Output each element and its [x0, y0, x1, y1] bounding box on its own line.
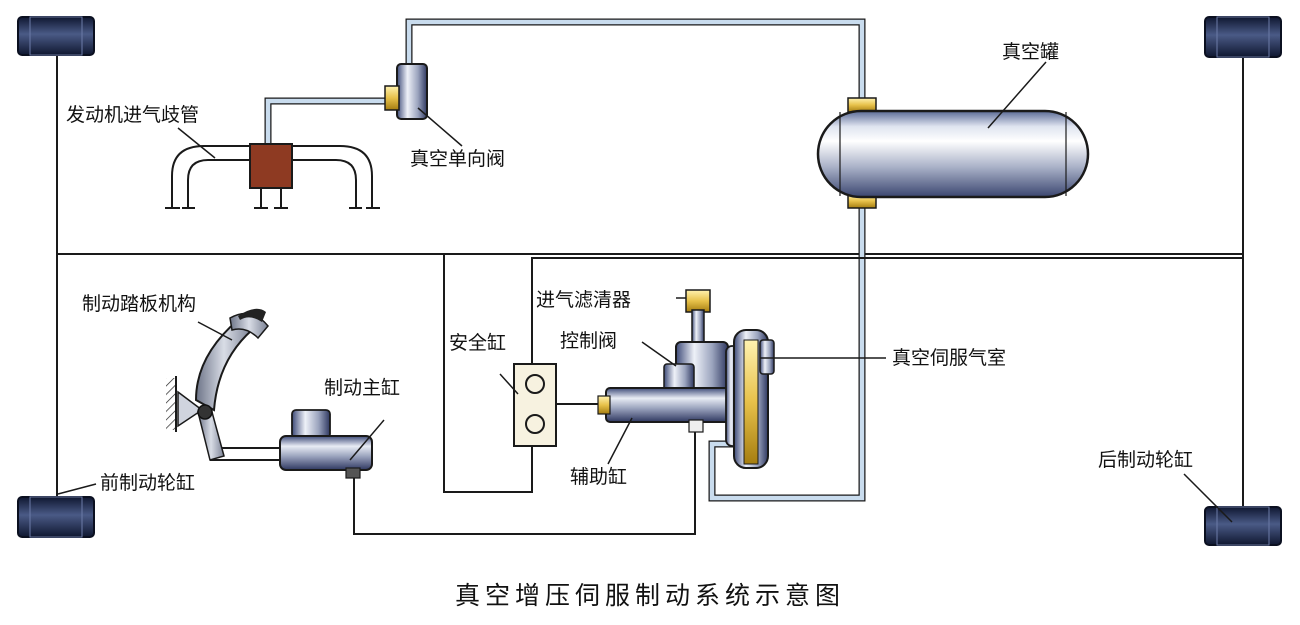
rear-right-lower-wheel	[1204, 506, 1282, 546]
manifold-block	[249, 143, 293, 189]
front-right-upper-wheel	[1204, 16, 1282, 58]
front-left-lower-wheel	[17, 496, 95, 538]
diagram-title: 真空增压伺服制动系统示意图	[454, 581, 845, 610]
label-servo-chamber: 真空伺服气室	[892, 347, 1007, 369]
leader-lines	[57, 61, 1233, 523]
intake-manifold	[165, 145, 380, 209]
label-control-valve: 控制阀	[560, 330, 618, 352]
safety-cylinder	[513, 363, 557, 447]
check-valve	[384, 63, 428, 120]
front-left-upper-wheel	[17, 16, 95, 56]
vacuum-pipes	[264, 18, 866, 502]
label-intake-filter: 进气滤清器	[536, 289, 632, 311]
label-vacuum-tank: 真空罐	[1002, 41, 1060, 63]
label-master-cylinder: 制动主缸	[324, 377, 401, 399]
label-rear-wheel-cylinder: 后制动轮缸	[1098, 449, 1194, 471]
label-check-valve: 真空单向阀	[410, 148, 506, 170]
label-auxiliary-cylinder: 辅助缸	[570, 466, 628, 488]
vacuum-tank	[816, 97, 1090, 209]
label-brake-pedal: 制动踏板机构	[82, 293, 197, 315]
label-intake-manifold: 发动机进气歧管	[66, 104, 200, 126]
label-front-wheel-cylinder: 前制动轮缸	[100, 472, 196, 494]
brake-pedal-mechanism	[166, 308, 269, 461]
label-safety-cylinder: 安全缸	[449, 332, 507, 354]
servo-assembly	[597, 289, 775, 469]
master-cylinder	[279, 409, 373, 479]
